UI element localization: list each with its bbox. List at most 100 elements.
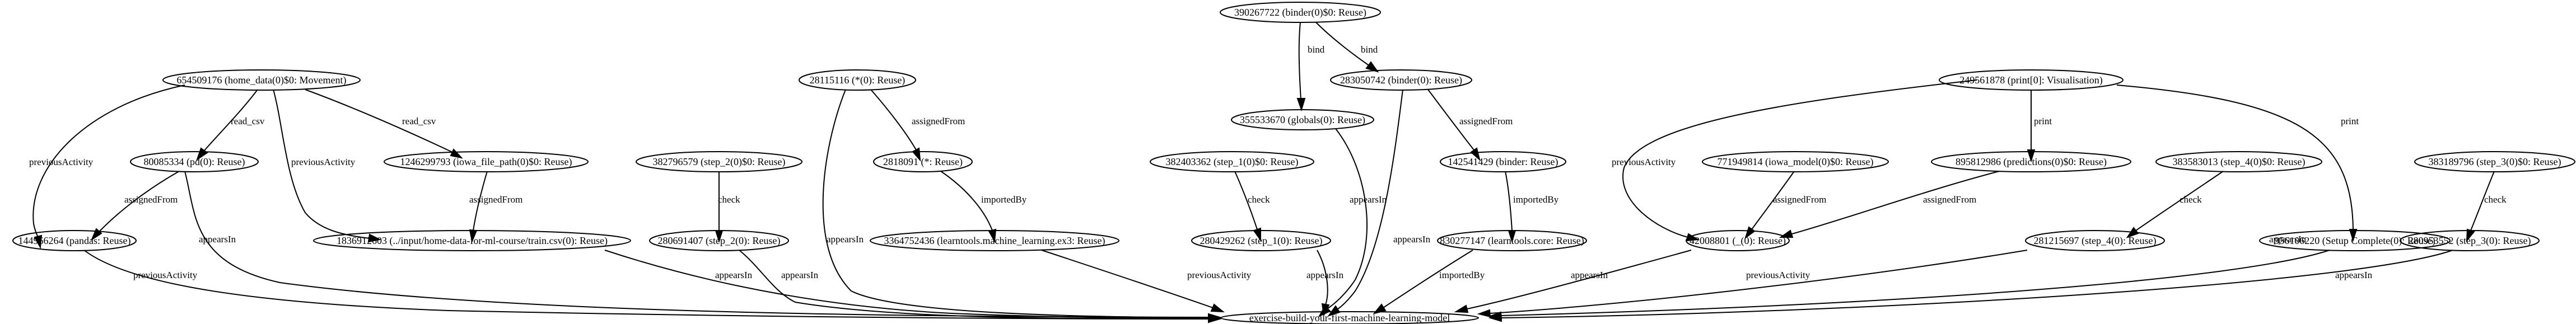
edge-label: bind [1308, 44, 1325, 55]
edge-label: appearsIn [781, 270, 819, 280]
edge-label: assignedFrom [1773, 194, 1826, 205]
edge-assigned-star: assignedFrom [870, 89, 965, 162]
edge-imported-binder: importedBy [1505, 171, 1559, 243]
edge-label: previousActivity [1746, 270, 1810, 280]
edge-prev-underscore: previousActivity [1612, 79, 1977, 242]
node-label: 280953552 (step_3(0): Reuse) [2409, 235, 2531, 247]
edge-label: previousActivity [29, 157, 94, 167]
node-label: 1246299793 (iowa_file_path(0)$0: Reuse) [400, 156, 572, 168]
edge-print-setup: print [2116, 84, 2359, 242]
edge-label: appearsIn [1350, 194, 1387, 205]
edge-label: appearsIn [2335, 270, 2373, 280]
node-382403362: 382403362 (step_1(0)$0: Reuse) [1150, 151, 1314, 172]
edge-read-csv-iowa-path: read_csv [305, 89, 463, 159]
edge-label: print [2341, 116, 2359, 126]
node-42008801: 42008801 (_(0): Reuse) [1686, 230, 1790, 251]
node-383583013: 383583013 (step_4(0)$0: Reuse) [2155, 151, 2322, 172]
edge-label: appearsIn [199, 234, 236, 245]
edge-label: previousActivity [291, 157, 356, 167]
edge-label: assignedFrom [124, 194, 178, 205]
node-label: 144966264 (pandas: Reuse) [18, 235, 131, 247]
edge-appears-binder: appearsIn [1327, 89, 1431, 317]
edge-label: importedBy [981, 194, 1027, 205]
node-label: 654509176 (home_data(0)$0: Movement) [177, 74, 347, 86]
node-283050742: 283050742 (binder(0): Reuse) [1330, 69, 1472, 91]
edge-label: previousActivity [1187, 270, 1252, 280]
edge-prev-ex3: previousActivity [1041, 250, 1252, 313]
edge-label: appearsIn [1306, 270, 1344, 280]
node-label: 2818091 (*: Reuse) [883, 156, 963, 168]
edge-label: appearsIn [827, 234, 864, 245]
node-label: 390267722 (binder(0)$0: Reuse) [1234, 7, 1366, 18]
edge-prev-step3: appearsIn [1488, 250, 2453, 322]
node-382796579: 382796579 (step_2(0)$0: Reuse) [636, 151, 802, 172]
node-label: 28115116 (*(0): Reuse) [810, 74, 906, 86]
edge-label: check [718, 194, 740, 205]
edge-appears-train: appearsIn [604, 250, 1222, 323]
edge-label: assignedFrom [912, 116, 965, 126]
edge-print-predictions: print [2027, 90, 2052, 163]
edge-assigned-binder: assignedFrom [1427, 89, 1513, 161]
node-exercise: exercise-build-your-first-machine-learni… [1220, 311, 1479, 324]
node-144966264: 144966264 (pandas: Reuse) [12, 230, 137, 251]
edge-label: assignedFrom [1923, 194, 1976, 205]
edge-appears-step1: appearsIn [1306, 250, 1344, 317]
node-label: 382796579 (step_2(0)$0: Reuse) [653, 156, 786, 168]
node-249561878: 249561878 (print[0]: Visualisation) [1939, 69, 2124, 91]
edge-bind-globals: bind [1296, 22, 1325, 112]
edge-appears-globals: appearsIn [1318, 128, 1387, 318]
node-280953552: 280953552 (step_3(0): Reuse) [2400, 230, 2540, 251]
node-80085334: 80085334 (pd(0): Reuse) [130, 151, 259, 172]
edge-appears-setup: appearsIn [1488, 234, 2330, 320]
edge-imported-core: importedBy [1373, 250, 1485, 314]
node-895812986: 895812986 (predictions(0)$0: Reuse) [1931, 151, 2131, 172]
node-280429262: 280429262 (step_1(0): Reuse) [1191, 230, 1331, 251]
node-28115116: 28115116 (*(0): Reuse) [799, 69, 916, 91]
edge-label: appearsIn [715, 270, 753, 280]
node-1246299793: 1246299793 (iowa_file_path(0)$0: Reuse) [384, 151, 589, 172]
edge-label: read_csv [231, 116, 265, 126]
edge-label: assignedFrom [1459, 116, 1513, 126]
node-label: 42008801 (_(0): Reuse) [1690, 235, 1786, 247]
edge-check-step1: check [1234, 171, 1270, 242]
node-355533670: 355533670 (globals(0): Reuse) [1231, 109, 1374, 130]
node-label: 956106220 (Setup Complete(0): Reuse) [2274, 235, 2435, 247]
edge-imported-star: importedBy [940, 171, 1027, 243]
edge-prev-train-csv: previousActivity [273, 89, 382, 243]
node-label: 142541429 (binder: Reuse) [1448, 156, 1558, 168]
node-771949814: 771949814 (iowa_model(0)$0: Reuse) [1702, 151, 1889, 172]
node-label: 355533670 (globals(0): Reuse) [1240, 114, 1365, 126]
edge-assigned-model: assignedFrom [1744, 171, 1826, 240]
node-label: 895812986 (predictions(0)$0: Reuse) [1956, 156, 2107, 168]
edge-prev-step4: previousActivity [1477, 250, 2028, 318]
node-label: 3364752436 (learntools.machine_learning.… [884, 235, 1105, 247]
node-1836912603: 1836912603 (../input/home-data-for-ml-co… [313, 230, 631, 251]
node-label: 283050742 (binder(0): Reuse) [1340, 74, 1462, 86]
edge-label: check [2180, 194, 2202, 205]
edge-label: read_csv [402, 116, 436, 126]
node-label: 383189796 (step_3(0)$0: Reuse) [2429, 156, 2561, 168]
node-label: 249561878 (print[0]: Visualisation) [1959, 74, 2103, 86]
edge-label: print [2034, 116, 2052, 126]
node-654509176: 654509176 (home_data(0)$0: Movement) [162, 69, 361, 91]
edge-label: assignedFrom [469, 194, 522, 205]
edge-check-step2: check [715, 171, 740, 243]
node-label: 280429262 (step_1(0): Reuse) [1200, 235, 1323, 247]
edge-appears-star0: appearsIn [822, 89, 1222, 322]
node-label: 280691407 (step_2(0): Reuse) [658, 235, 781, 247]
edge-prev-pandas: previousActivity [29, 84, 185, 250]
node-281215697: 281215697 (step_4(0): Reuse) [2025, 230, 2165, 251]
node-label: 281215697 (step_4(0): Reuse) [2034, 235, 2157, 247]
edge-label: check [1248, 194, 1270, 205]
node-830277147: 830277147 (learntools.core: Reuse) [1437, 230, 1587, 251]
edge-label: importedBy [1513, 194, 1559, 205]
edge-label: bind [1361, 44, 1378, 55]
node-390267722: 390267722 (binder(0)$0: Reuse) [1220, 2, 1381, 23]
edge-label: appearsIn [1393, 234, 1431, 245]
node-142541429: 142541429 (binder: Reuse) [1440, 151, 1566, 172]
edge-check-step4: check [2126, 171, 2224, 238]
edge-appears-underscore: appearsIn [1454, 250, 1692, 313]
node-383189796: 383189796 (step_3(0)$0: Reuse) [2414, 151, 2575, 172]
edge-label: appearsIn [2269, 234, 2307, 245]
